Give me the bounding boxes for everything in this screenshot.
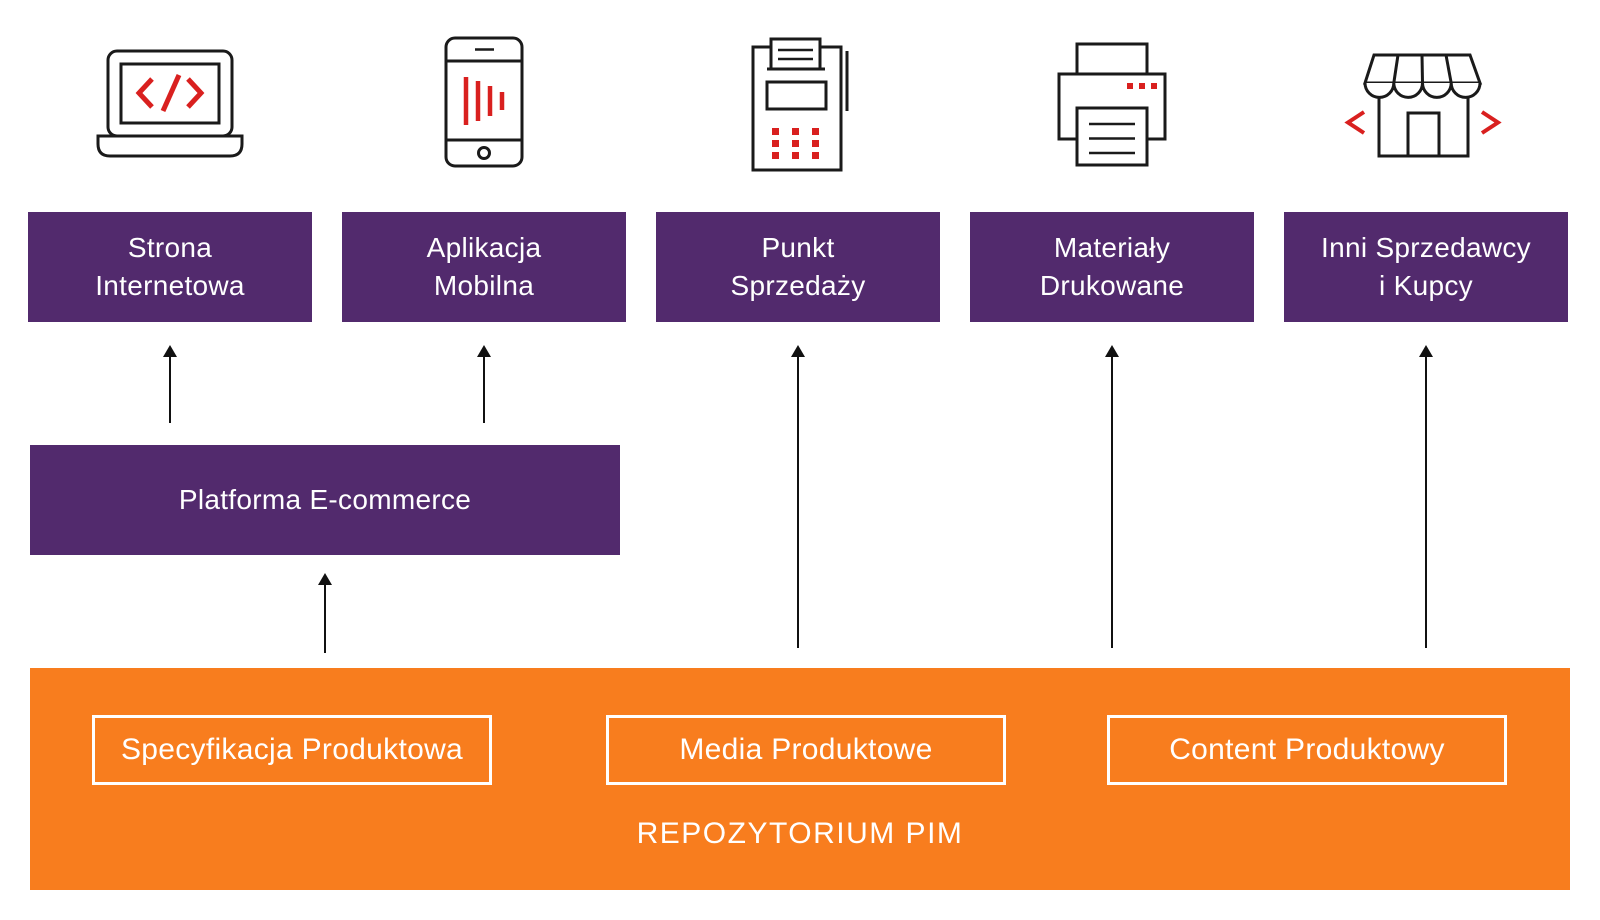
- ecommerce-platform-box: Platforma E-commerce: [30, 445, 620, 555]
- mobile-app-icon: [444, 36, 524, 168]
- pos-terminal-icon: [750, 37, 850, 172]
- arrow-up-to-aplikacja-mobilna: [477, 345, 491, 423]
- channel-box-materialy-drukowane: Materiały Drukowane: [970, 212, 1254, 322]
- arrow-up-to-materialy-drukowane: [1105, 345, 1119, 648]
- repo-module-content-produktowy: Content Produktowy: [1107, 715, 1507, 785]
- channel-label-line: Drukowane: [1039, 270, 1185, 301]
- repo-module-media-produktowe: Media Produktowe: [606, 715, 1006, 785]
- ecommerce-platform-label: Platforma E-commerce: [178, 484, 472, 515]
- repo-module-specyfikacja-produktowa: Specyfikacja Produktowa: [92, 715, 492, 785]
- channel-label-line: Inni Sprzedawcy: [1321, 232, 1531, 263]
- channel-label-line: Punkt: [761, 232, 835, 263]
- pim-repository-box: Specyfikacja Produktowa Media Produktowe…: [30, 668, 1570, 890]
- channel-label-line: Mobilna: [433, 270, 535, 301]
- arrow-up-to-inni-sprzedawcy: [1419, 345, 1433, 648]
- channel-box-punkt-sprzedazy: Punkt Sprzedaży: [656, 212, 940, 322]
- channel-label-line: Internetowa: [95, 270, 245, 301]
- printer-icon: [1057, 42, 1167, 167]
- channel-box-inni-sprzedawcy: Inni Sprzedawcy i Kupcy: [1284, 212, 1568, 322]
- repo-module-label: Specyfikacja Produktowa: [120, 733, 464, 766]
- channel-box-aplikacja-mobilna: Aplikacja Mobilna: [342, 212, 626, 322]
- repo-module-label: Media Produktowe: [679, 733, 933, 766]
- arrow-up-to-punkt-sprzedazy: [791, 345, 805, 648]
- storefront-icon: [1344, 48, 1502, 160]
- channel-label-line: i Kupcy: [1379, 270, 1473, 301]
- arrow-up-to-platforma-ecommerce: [318, 573, 332, 653]
- channel-label-line: Sprzedaży: [730, 270, 866, 301]
- channel-label-line: Aplikacja: [426, 232, 542, 263]
- channel-box-strona-internetowa: Strona Internetowa: [28, 212, 312, 322]
- laptop-code-icon: [95, 48, 245, 160]
- pim-repository-title: REPOZYTORIUM PIM: [636, 817, 964, 850]
- channel-label-line: Materiały: [1053, 232, 1171, 263]
- channel-label-line: Strona: [127, 232, 213, 263]
- repo-module-label: Content Produktowy: [1169, 733, 1445, 766]
- arrow-up-to-strona-internetowa: [163, 345, 177, 423]
